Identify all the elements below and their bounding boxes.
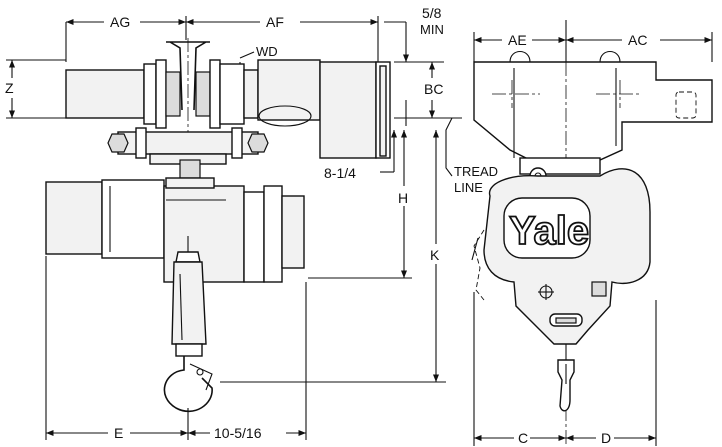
dim-c-d-line	[473, 292, 657, 446]
bottom-block-hook	[163, 236, 213, 413]
yale-logo-badge	[503, 197, 591, 259]
dim-k-line	[220, 130, 446, 383]
dim-af-label: AF	[266, 14, 284, 30]
dim-d-label: D	[601, 430, 611, 446]
dim-h-label: H	[398, 190, 408, 206]
dim-bc-label: BC	[424, 81, 443, 97]
dim-z-line	[6, 59, 66, 119]
dim-min-clearance-value: 5/8	[422, 5, 442, 21]
front-trolley-frame	[473, 50, 713, 446]
front-hoist-body: Yale	[471, 168, 651, 345]
dim-ae-label: AE	[508, 32, 527, 48]
dim-wd-label: WD	[256, 44, 278, 59]
dim-flange-offset-leader	[380, 130, 398, 173]
dim-ac-label: AC	[628, 32, 647, 48]
tread-line-leader	[445, 117, 453, 177]
dim-k-label: K	[430, 247, 440, 263]
tread-line-label-1: TREAD	[454, 164, 498, 179]
dim-e-line	[45, 256, 307, 440]
left-trolley-motor	[65, 59, 181, 129]
front-view: AE AC Yale	[471, 20, 713, 446]
dim-z-label: Z	[5, 80, 14, 96]
tread-line-label-2: LINE	[454, 180, 483, 195]
dim-bc-line	[394, 61, 462, 119]
yale-logo: Yale	[509, 209, 589, 253]
dim-c-label: C	[518, 430, 528, 446]
dim-ag-label: AG	[110, 14, 130, 30]
dim-h-line	[308, 130, 412, 279]
saddle-bar	[107, 127, 269, 179]
dim-min-clearance-suffix: MIN	[420, 22, 444, 37]
side-view: AG AF 5/8 MIN Z WD	[5, 5, 498, 441]
dim-hook-offset-label: 10-5/16	[214, 425, 262, 441]
dim-flange-offset-label: 8-1/4	[324, 165, 356, 181]
dim-ag-af-line	[65, 16, 379, 62]
front-hook	[557, 344, 575, 412]
hoist-motor	[45, 179, 165, 259]
dim-e-label: E	[114, 425, 123, 441]
right-trolley-gearbox	[195, 59, 391, 159]
dim-min-clearance-line	[384, 21, 410, 126]
